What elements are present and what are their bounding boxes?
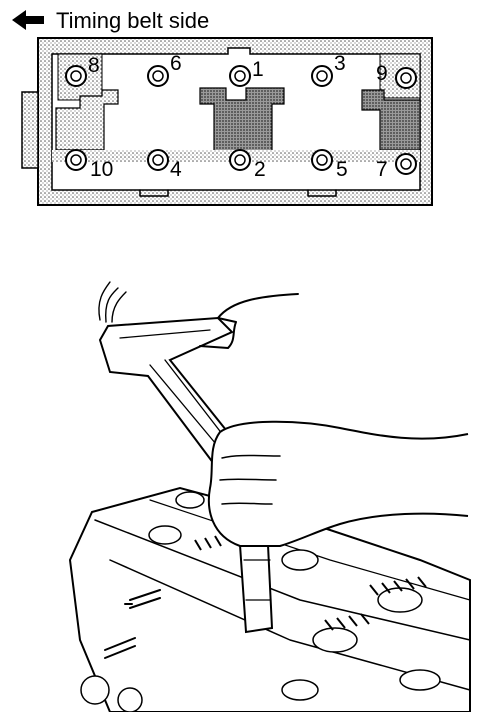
bolt-7: 7	[376, 153, 417, 181]
bolt-1: 1	[229, 58, 264, 87]
socket-extension	[238, 544, 274, 634]
head-left-edge	[21, 91, 39, 169]
bolt-inner-ring	[70, 70, 82, 82]
bolt-number-label: 10	[90, 158, 113, 181]
bolt-inner-ring	[400, 158, 412, 170]
side-studs	[80, 589, 161, 712]
cam-ridge-3	[149, 499, 471, 601]
socket-bands	[243, 559, 272, 601]
bolt-inner-ring	[152, 154, 164, 166]
caption-text: Timing belt side	[56, 8, 209, 33]
bolt-number-label: 4	[170, 158, 182, 181]
cylinder-head-plan	[21, 37, 433, 206]
center-casting	[199, 87, 285, 153]
bolt-9: 9	[376, 62, 417, 89]
bolt-number-label: 2	[254, 158, 266, 181]
cam-ridge-1	[94, 519, 471, 641]
bolt-number-label: 3	[334, 52, 346, 75]
bolt-number-label: 7	[376, 158, 388, 181]
upper-hand	[199, 293, 299, 349]
finger-lines	[219, 454, 281, 505]
notch-1	[139, 189, 169, 197]
left-arrow-icon	[12, 10, 44, 30]
bolt-number-label: 9	[376, 62, 388, 85]
bolt-group: 8 6 1 3 9 10 4 2 5 7	[65, 52, 417, 181]
bolt-8: 8	[65, 54, 100, 87]
lower-hand	[207, 420, 469, 547]
bolt-4: 4	[147, 149, 182, 181]
bolt-inner-ring	[316, 70, 328, 82]
bolt-inner-ring	[234, 70, 246, 82]
wrench-illustration	[68, 281, 471, 712]
bolt-number-label: 5	[336, 158, 348, 181]
bolt-inner-ring	[70, 154, 82, 166]
timing-belt-side-label: Timing belt side	[12, 8, 209, 33]
bolt-2: 2	[229, 149, 266, 181]
bolt-number-label: 6	[170, 52, 182, 75]
valve-springs	[194, 535, 427, 631]
notch-2	[307, 189, 337, 197]
rocker-arms	[148, 491, 441, 701]
bolt-inner-ring	[400, 72, 412, 84]
bolt-10: 10	[65, 149, 113, 181]
bolt-3: 3	[311, 52, 346, 87]
bolt-5: 5	[311, 149, 348, 181]
bolt-inner-ring	[234, 154, 246, 166]
bolt-number-label: 8	[88, 54, 100, 77]
bolt-6: 6	[147, 52, 182, 87]
wrench-pointer	[98, 281, 127, 323]
bolt-number-label: 1	[252, 58, 264, 81]
bolt-inner-ring	[152, 70, 164, 82]
bolt-inner-ring	[316, 154, 328, 166]
